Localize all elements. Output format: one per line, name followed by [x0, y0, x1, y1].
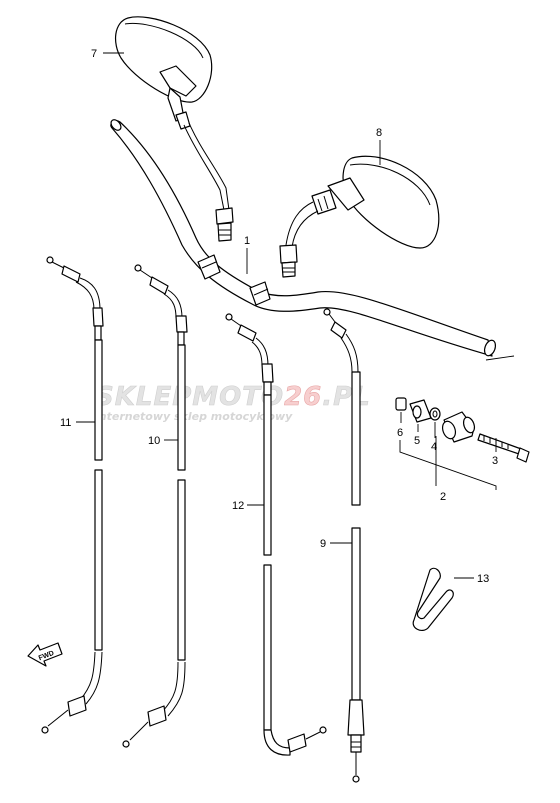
watermark: SKLEPMOTO26.PL internetowy sklep motocyk… [95, 382, 371, 423]
callout-10: 10 [148, 435, 160, 447]
watermark-brand-part2: 26 [284, 382, 322, 412]
cable-10 [122, 264, 188, 748]
fwd-marker: FWD [27, 642, 63, 667]
callout-9: 9 [320, 538, 326, 550]
callout-1: 1 [244, 235, 250, 247]
cable-11 [41, 256, 104, 734]
forward-arrow-icon [27, 642, 63, 667]
callout-5: 5 [414, 435, 420, 447]
callout-6: 6 [397, 427, 403, 439]
callout-2: 2 [440, 491, 446, 503]
leader-lines [76, 52, 515, 579]
callout-12: 12 [232, 500, 244, 512]
handlebar [110, 119, 497, 357]
callout-7: 7 [91, 48, 97, 60]
callouts: 7 8 1 6 5 4 3 2 11 10 12 9 13 [60, 48, 498, 585]
watermark-tagline: internetowy sklep motocyklowy [95, 410, 293, 423]
part-6 [395, 397, 407, 411]
clip-13 [412, 567, 454, 632]
callout-8: 8 [376, 127, 382, 139]
watermark-brand-part3: .PL [322, 382, 371, 412]
cable-9 [323, 308, 365, 783]
svg-text:SKLEPMOTO26.PL: SKLEPMOTO26.PL [95, 382, 371, 412]
bar-end-assembly [395, 397, 530, 463]
right-mirror [279, 155, 440, 278]
callout-4: 4 [431, 441, 437, 453]
callout-3: 3 [492, 455, 498, 467]
watermark-brand-part1: SKLEPMOTO [95, 382, 284, 412]
part-3-bolt [477, 433, 525, 456]
part-4 [429, 407, 441, 421]
callout-11: 11 [60, 417, 71, 429]
left-mirror [114, 16, 234, 242]
callout-13: 13 [477, 573, 489, 585]
cable-12 [225, 313, 327, 756]
